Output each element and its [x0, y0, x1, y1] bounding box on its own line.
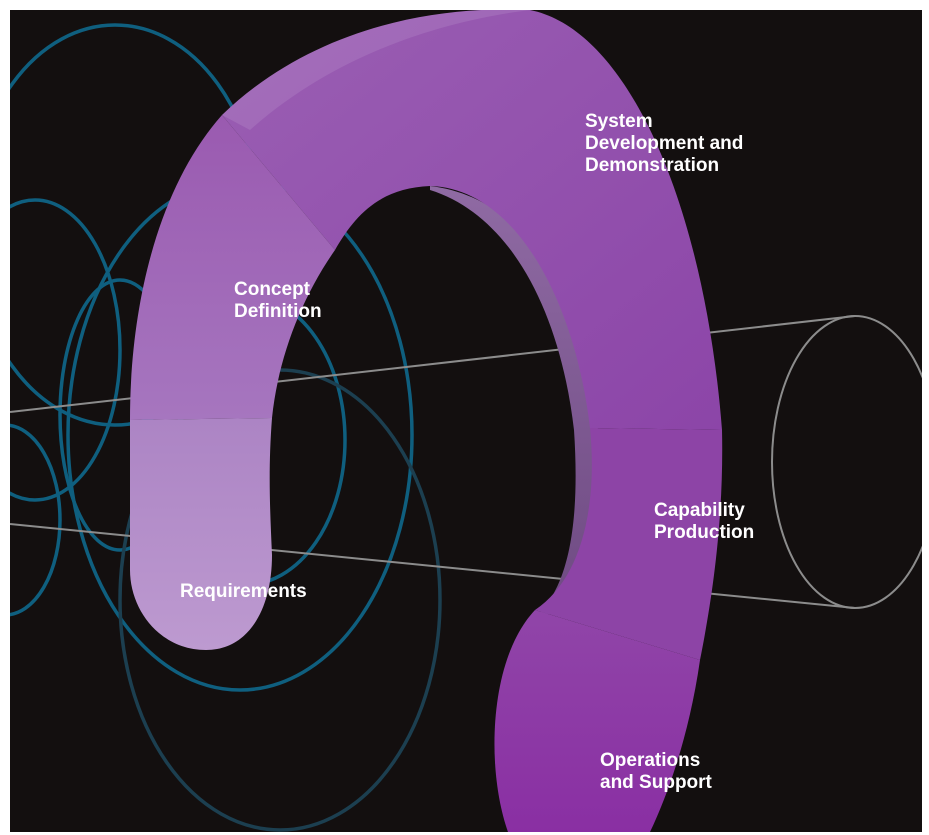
cylinder-end	[771, 315, 922, 609]
ring-small-left	[10, 198, 122, 502]
label-system-development: System Development and Demonstration	[585, 111, 744, 176]
lifecycle-diagram: System Development and Demonstration Con…	[10, 10, 922, 832]
segment-concept-definition	[130, 115, 335, 420]
segment-capability-production	[535, 428, 723, 660]
label-requirements: Requirements	[180, 581, 307, 602]
label-concept-definition: Concept Definition	[234, 279, 322, 322]
label-operations-support: Operations and Support	[600, 750, 712, 793]
ring-far-left	[10, 423, 62, 617]
segment-requirements	[130, 418, 272, 650]
lifecycle-graphic	[10, 10, 922, 832]
label-capability-production: Capability Production	[654, 500, 755, 543]
segment-operations-support	[494, 610, 700, 832]
ribbon-highlight	[222, 10, 530, 130]
segment-system-development	[222, 10, 722, 430]
